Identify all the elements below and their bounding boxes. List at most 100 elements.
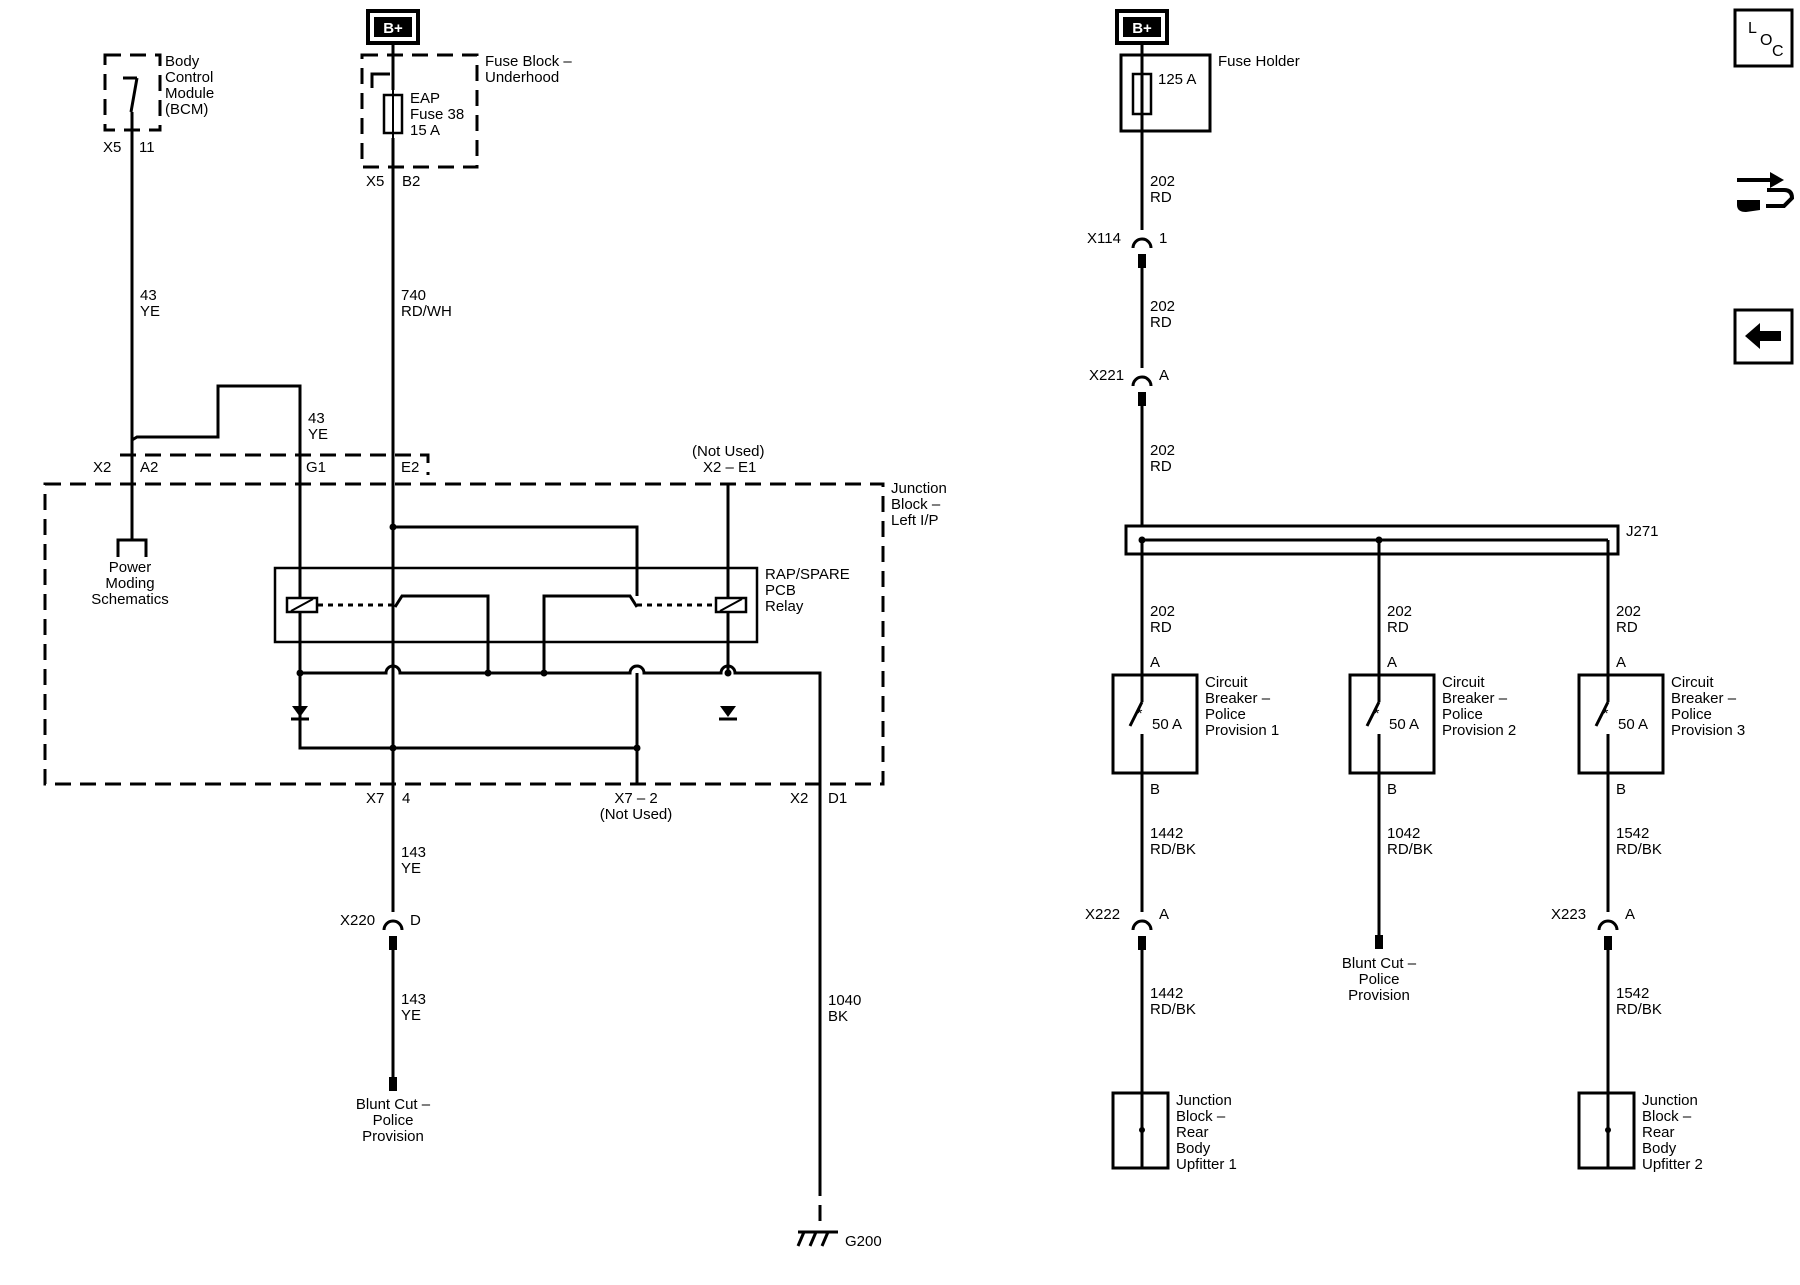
x114-pin: 1 (1159, 230, 1167, 247)
branch-1-wire-color: RD (1150, 619, 1172, 636)
junction-block-label-2: Block – (891, 496, 941, 513)
breaker-1-label-2: Breaker – (1205, 690, 1271, 707)
loc-button-frame[interactable] (1733, 8, 1794, 68)
not-used-top: (Not Used) (692, 443, 765, 460)
fuse-block-pin: B2 (402, 173, 420, 190)
wire-1040-circuit: 1040 (828, 992, 861, 1009)
blunt-cut-end (389, 1077, 397, 1091)
b-plus-label-left: B+ (383, 20, 403, 37)
breaker-1-label-4: Provision 1 (1205, 722, 1279, 739)
breaker-2-label-4: Provision 2 (1442, 722, 1516, 739)
b-plus-label-right: B+ (1132, 20, 1152, 37)
branch-3-wire-circuit: 202 (1616, 603, 1641, 620)
x114-connector: X114 (1087, 230, 1121, 247)
x2-connector-outline (120, 453, 430, 475)
branch-2-pin-b: B (1387, 781, 1397, 798)
breaker-2-label-2: Breaker – (1442, 690, 1508, 707)
fuse-holder-label: Fuse Holder (1218, 53, 1300, 70)
wire-1442-b-color: RD/BK (1150, 1001, 1196, 1018)
bcm-label-2: Control (165, 69, 213, 86)
fuse-label-1: EAP (410, 90, 440, 107)
x222-connector: X222 (1085, 906, 1120, 923)
wire-1442-a-circuit: 1442 (1150, 825, 1183, 842)
branch-3-pin-a: A (1616, 654, 1626, 671)
jb-upfitter-2-label-5: Upfitter 2 (1642, 1156, 1703, 1173)
fuse-block-tab (370, 72, 390, 88)
branch-3-wire-color: RD (1616, 619, 1638, 636)
wire-43-mid-color: YE (308, 426, 328, 443)
power-moding-connector (116, 538, 148, 557)
breaker-3-label-2: Breaker – (1671, 690, 1737, 707)
branch-1-wire-circuit: 202 (1150, 603, 1175, 620)
x220-connector-symbol (382, 919, 404, 931)
wire-202-3-circuit: 202 (1150, 442, 1175, 459)
bcm-label-1: Body (165, 53, 200, 70)
wire-202-2-circuit: 202 (1150, 298, 1175, 315)
breaker-2-switch (1365, 675, 1381, 773)
wire-143-a-circuit: 143 (401, 844, 426, 861)
fuse-block-label-2: Underhood (485, 69, 559, 86)
wire-1542-a-color: RD/BK (1616, 841, 1662, 858)
circuit-breaker-1 (1111, 673, 1199, 775)
ground-bus (300, 664, 822, 1180)
wire-43-top-color: YE (140, 303, 160, 320)
back-button[interactable] (1733, 308, 1794, 365)
branch-2-pin-a: A (1387, 654, 1397, 671)
jb-upfitter-1-label-3: Rear (1176, 1124, 1209, 1141)
jb-upfitter-1-label-5: Upfitter 1 (1176, 1156, 1237, 1173)
blunt-cut-right-label-2: Police (1359, 971, 1400, 988)
loc-button[interactable]: L O C (1733, 8, 1794, 68)
diode-left (292, 706, 308, 717)
wire-202-1-circuit: 202 (1150, 173, 1175, 190)
relay-label-1: RAP/SPARE (765, 566, 850, 583)
b-plus-fill-left (374, 17, 412, 37)
ground-label: G200 (845, 1233, 882, 1250)
loc-letter-o: O (1760, 32, 1772, 49)
wire-43-jog (131, 384, 302, 720)
diode-right (720, 706, 736, 717)
splice-gnd-4 (724, 669, 732, 677)
breaker-1-label-3: Police (1205, 706, 1246, 723)
blunt-cut-right-end (1375, 935, 1383, 949)
breaker-2-star: * (1374, 705, 1380, 721)
x222-connector-symbol (1131, 919, 1153, 931)
breaker-3-label-4: Provision 3 (1671, 722, 1745, 739)
jb-upfitter-2-label-2: Block – (1642, 1108, 1692, 1125)
fuse-label-3: 15 A (410, 122, 440, 139)
fuse-block-connector: X5 (366, 173, 384, 190)
relay-contact-left (393, 594, 490, 673)
jb-upfitter-1-label-2: Block – (1176, 1108, 1226, 1125)
x221-pin-block (1138, 392, 1146, 406)
connector-button[interactable] (1730, 160, 1796, 226)
x2-pin-g1: G1 (306, 459, 326, 476)
wire-1042-circuit: 1042 (1387, 825, 1420, 842)
wire-740-circuit: 740 (401, 287, 426, 304)
connector-hook (1766, 188, 1795, 208)
splice-gnd-3 (540, 669, 548, 677)
power-moding-label-3: Schematics (91, 591, 169, 608)
blunt-cut-right-label-1: Blunt Cut – (1342, 955, 1417, 972)
branch-1-pin-a: A (1150, 654, 1160, 671)
jb-upfitter-2-label-3: Rear (1642, 1124, 1675, 1141)
blunt-cut-label-3: Provision (362, 1128, 424, 1145)
jb-upfitter-1-pin (1139, 1127, 1145, 1133)
blunt-cut-label-1: Blunt Cut – (356, 1096, 431, 1113)
junction-block-label-3: Left I/P (891, 512, 939, 529)
relay-coil-left-mark (290, 598, 314, 612)
x220-connector: X220 (340, 912, 375, 929)
x221-connector-symbol (1131, 375, 1153, 387)
fuse-holder-rating: 125 A (1158, 71, 1196, 88)
connector-arrow-top (1737, 172, 1784, 188)
connector-button-hitbox[interactable] (1730, 160, 1796, 226)
x2-connector: X2 (93, 459, 111, 476)
breaker-3-label-1: Circuit (1671, 674, 1714, 691)
bcm-label-4: (BCM) (165, 101, 208, 118)
bcm-connector: X5 (103, 139, 121, 156)
jb-upfitter-1-label-4: Body (1176, 1140, 1211, 1157)
jb-upfitter-2-pin (1605, 1127, 1611, 1133)
loc-letter-c: C (1772, 43, 1784, 60)
splice-gnd-2 (484, 669, 492, 677)
x223-pin-block (1604, 936, 1612, 950)
wire-1442-b-circuit: 1442 (1150, 985, 1183, 1002)
